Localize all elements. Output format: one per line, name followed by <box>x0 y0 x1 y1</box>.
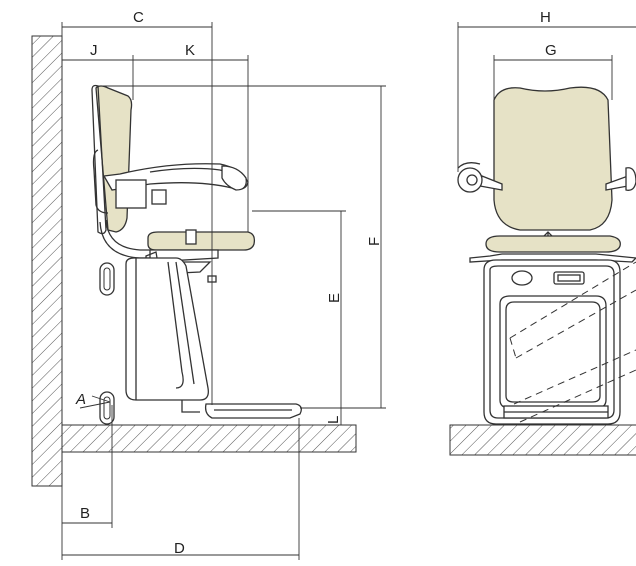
label-e: E <box>326 293 343 303</box>
label-c: C <box>133 9 144 26</box>
label-j: J <box>90 42 98 59</box>
rail-bracket-lower <box>99 391 115 425</box>
rail-bracket-inner-lower <box>103 396 111 420</box>
label-l: L <box>325 416 342 424</box>
wall-hatch <box>31 35 63 487</box>
front-view-dimension-lines <box>457 22 636 172</box>
label-k: K <box>185 42 195 59</box>
label-a: A <box>75 391 86 408</box>
floor-hatch-right <box>449 424 636 456</box>
label-f: F <box>366 237 383 246</box>
floor-hatch-left <box>61 424 357 453</box>
folded-position-dashed <box>509 261 636 423</box>
label-b: B <box>80 505 90 522</box>
rail-bracket-inner-upper <box>103 267 111 291</box>
label-d: D <box>174 540 185 557</box>
label-h: H <box>540 9 551 26</box>
front-view: H G <box>449 9 636 456</box>
side-view-dimension-lines <box>61 22 386 560</box>
chair-side-body <box>91 84 302 419</box>
label-g: G <box>545 42 557 59</box>
rail-bracket-upper <box>99 262 115 296</box>
side-view: C J K F E L A B D <box>31 9 386 560</box>
chair-front-body <box>457 86 636 425</box>
